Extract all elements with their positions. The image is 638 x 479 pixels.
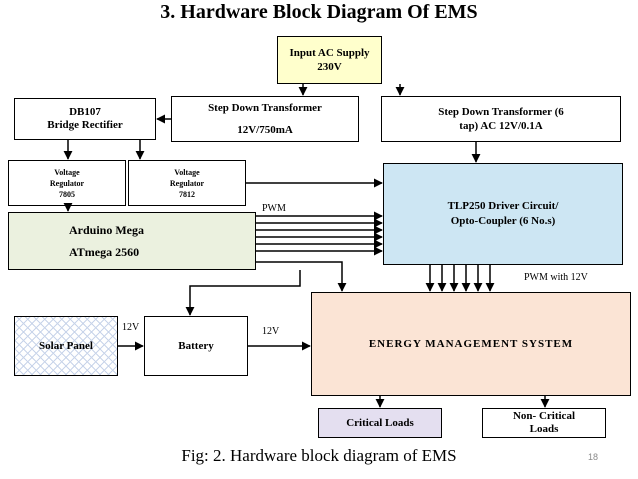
ems-label: ENERGY MANAGEMENT SYSTEM [368,338,574,350]
noncritical-line1: Non- Critical [512,410,575,422]
driver-line1: TLP250 Driver Circuit/ [447,200,559,212]
sdt2-line1: Step Down Transformer (6 [438,106,564,118]
critical-loads-block: Critical Loads [318,408,442,438]
wire-arduino-to-battery [185,270,301,316]
voltage-regulator-7812-block: Voltage Regulator 7812 [128,160,246,206]
reg7805-line2: Regulator [49,178,85,188]
rectifier-line2: Bridge Rectifier [47,119,123,131]
driver-line2: Opto-Coupler (6 No.s) [450,215,556,227]
sdt1-line1: Step Down Transformer [208,102,322,114]
reg7805-line1: Voltage [54,167,80,177]
sdt2-line2: tap) AC 12V/0.1A [459,120,543,132]
reg7812-line3: 7812 [179,189,195,199]
input-ac-line2: 230V [317,61,342,73]
pwm-12v-label: PWM with 12V [524,272,588,283]
solar-label: Solar Panel [39,340,93,352]
sdt1-line2: 12V/750mA [237,124,293,136]
arduino-mega-block: Arduino Mega ATmega 2560 [8,212,256,270]
critical-label: Critical Loads [346,417,414,429]
pwm-label: PWM [262,203,286,214]
noncritical-line2: Loads [529,423,559,435]
arduino-line1: Arduino Mega [69,223,144,237]
wire-arduino-to-ems [256,261,347,292]
step-down-transformer-2-block: Step Down Transformer (6 tap) AC 12V/0.1… [381,96,621,142]
reg7812-line1: Voltage [174,167,200,177]
input-ac-line1: Input AC Supply [289,47,370,59]
rectifier-line1: DB107 [69,106,101,118]
input-ac-supply-block: Input AC Supply 230V [277,36,382,84]
arduino-line2: ATmega 2560 [69,245,140,259]
figure-caption: Fig: 2. Hardware block diagram of EMS [181,446,457,465]
reg7812-line2: Regulator [169,178,205,188]
non-critical-loads-block: Non- Critical Loads [482,408,606,438]
battery-block: Battery [144,316,248,376]
battery-12v-label: 12V [262,326,280,337]
voltage-regulator-7805-block: Voltage Regulator 7805 [8,160,126,206]
driver-circuit-block: TLP250 Driver Circuit/ Opto-Coupler (6 N… [383,163,623,265]
solar-12v-label: 12V [122,322,140,333]
reg7805-line3: 7805 [59,189,75,199]
page-number: 18 [588,452,599,462]
energy-management-system-block: ENERGY MANAGEMENT SYSTEM [311,292,631,396]
solar-panel-block: Solar Panel [14,316,118,376]
slide-title: 3. Hardware Block Diagram Of EMS [160,1,478,23]
bridge-rectifier-block: DB107 Bridge Rectifier [14,98,156,140]
battery-label: Battery [178,340,214,352]
step-down-transformer-1-block: Step Down Transformer 12V/750mA [171,96,359,142]
